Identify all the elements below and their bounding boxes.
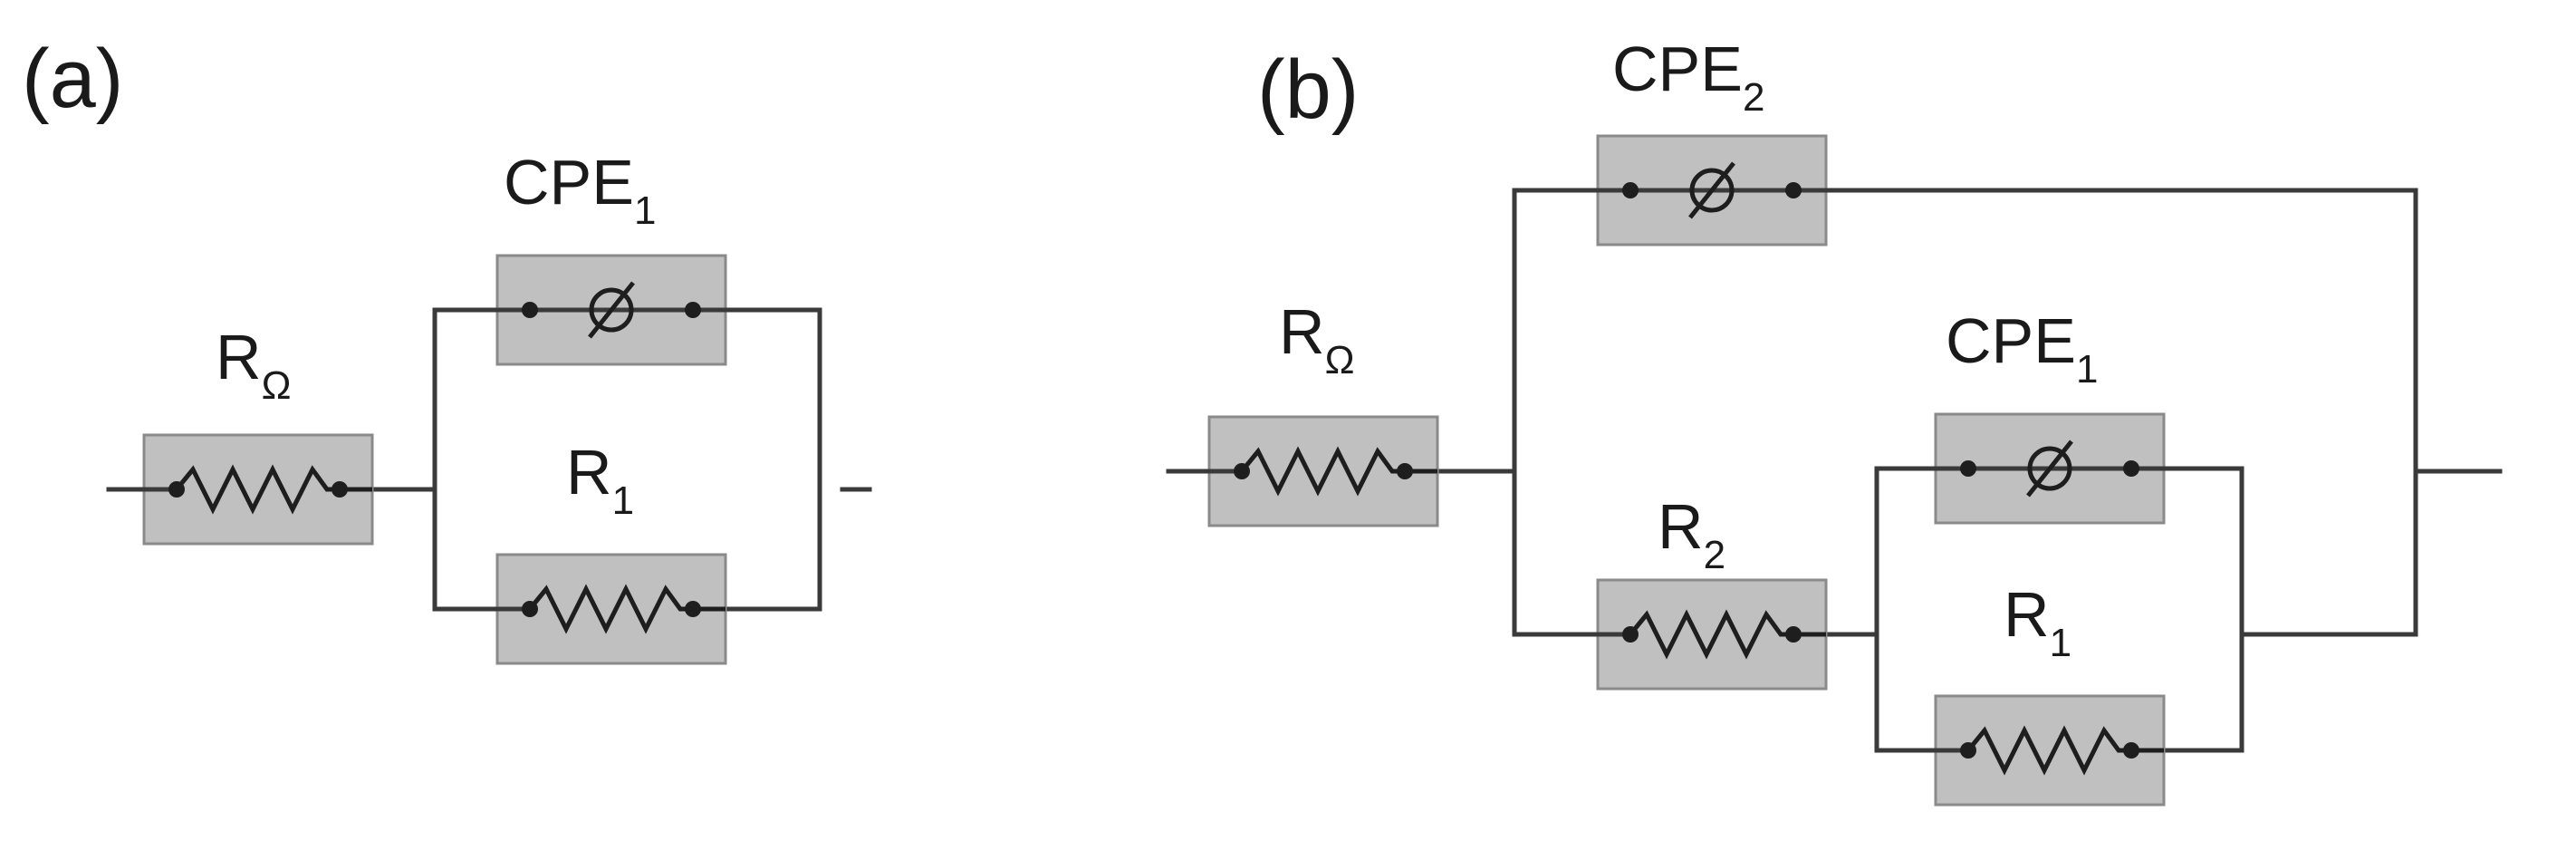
panel-a-r1-label: R1 [566, 437, 634, 523]
panel-a-cpe1-label: CPE1 [504, 147, 656, 233]
panel-b-r-ohm-resistor-icon [1209, 417, 1437, 526]
panel-a-r-ohm-label: RΩ [216, 322, 291, 408]
panel-b-cpe1-label: CPE1 [1946, 305, 2098, 392]
panel-a-r-ohm-resistor-icon [144, 435, 372, 544]
panel-b-wiring [1166, 188, 2503, 753]
panel-b-r2-resistor-icon [1598, 580, 1826, 689]
panel-a-wiring [106, 307, 872, 612]
panel-a-r1-resistor-icon [497, 555, 726, 663]
panel-a-label: (a) [22, 33, 123, 125]
panel-a: (a) RΩ CPE1 R1 [22, 33, 872, 663]
panel-b-r1-resistor-icon [1936, 696, 2164, 805]
panel-b-label: (b) [1257, 44, 1359, 136]
panel-a-cpe1-icon [497, 256, 726, 364]
panel-b-r-ohm-label: RΩ [1279, 296, 1354, 382]
panel-b-r2-label: R2 [1658, 491, 1725, 577]
panel-b-cpe1-icon [1936, 414, 2164, 523]
panel-b: (b) [1166, 34, 2503, 805]
panel-b-cpe2-label: CPE2 [1612, 34, 1764, 120]
panel-b-r1-label: R1 [2004, 579, 2071, 665]
panel-b-cpe2-icon [1598, 136, 1826, 245]
